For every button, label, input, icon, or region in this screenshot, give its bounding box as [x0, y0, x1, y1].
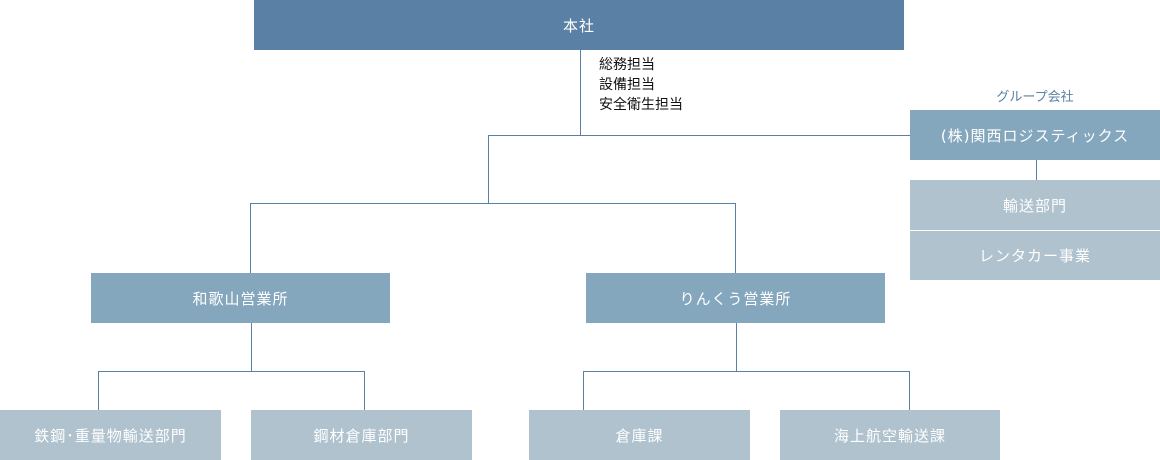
- staff-role: 設備担当: [599, 77, 655, 93]
- unit-box: 鉄鋼･重量物輸送部門: [0, 410, 221, 460]
- staff-role: 安全衛生担当: [599, 97, 683, 113]
- unit-box: 鋼材倉庫部門: [251, 410, 472, 460]
- connector: [250, 203, 251, 273]
- connector: [251, 323, 252, 371]
- office-box-rinku: りんくう営業所: [586, 273, 885, 323]
- connector: [364, 371, 365, 410]
- connector: [735, 203, 736, 273]
- connector: [98, 371, 99, 410]
- group-label: グループ会社: [996, 90, 1074, 105]
- connector: [488, 135, 489, 203]
- group-unit-box: 輸送部門: [910, 180, 1160, 230]
- connector: [488, 135, 910, 136]
- connector: [580, 50, 581, 135]
- connector: [250, 203, 736, 204]
- unit-box: 倉庫課: [529, 410, 750, 460]
- connector: [583, 371, 910, 372]
- office-box-wakayama: 和歌山営業所: [91, 273, 390, 323]
- connector: [909, 371, 910, 410]
- staff-roles: 総務担当 設備担当 安全衛生担当: [599, 55, 683, 115]
- connector: [98, 371, 365, 372]
- unit-box: 海上航空輸送課: [780, 410, 1000, 460]
- connector: [583, 371, 584, 410]
- connector: [736, 323, 737, 371]
- connector: [1036, 160, 1037, 180]
- head-office-box: 本社: [254, 0, 904, 50]
- group-unit-box: レンタカー事業: [910, 231, 1160, 280]
- staff-role: 総務担当: [599, 57, 655, 73]
- group-company-box: (株)関西ロジスティックス: [910, 110, 1160, 160]
